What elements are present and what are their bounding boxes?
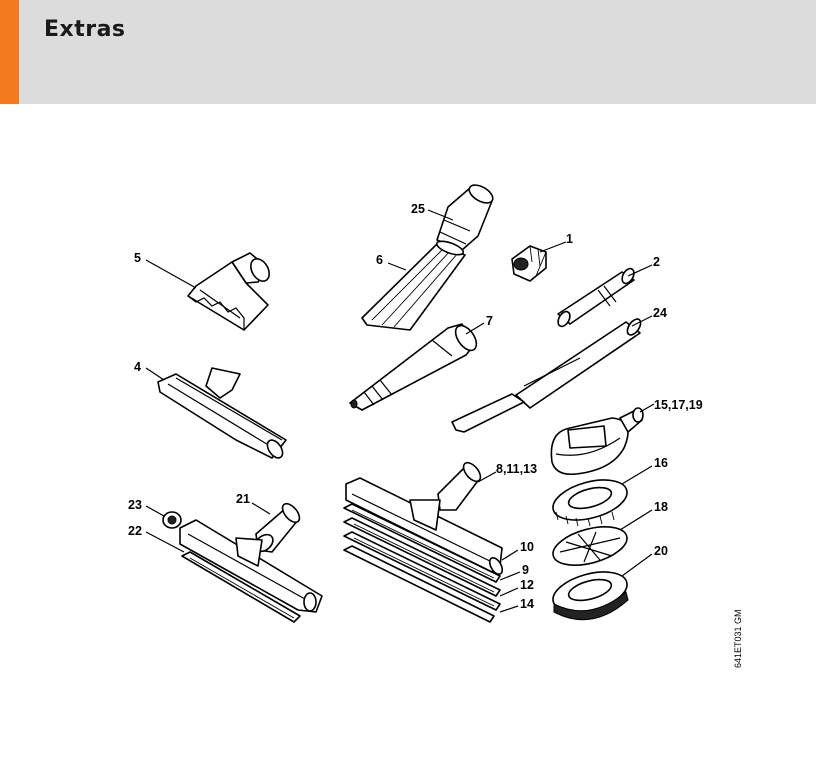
part-21-floor-nozzle: [179, 502, 323, 613]
part-7-extension-tube: [349, 323, 478, 411]
label-4: 4: [134, 360, 141, 374]
label-14: 14: [520, 597, 534, 611]
label-16: 16: [654, 456, 668, 470]
part-18-grill-brush: [552, 526, 628, 566]
label-25: 25: [411, 202, 425, 216]
label-20: 20: [654, 544, 668, 558]
part-strips-9-10-12-14: [343, 503, 501, 623]
label-23: 23: [128, 498, 142, 512]
header-bar: [0, 0, 816, 104]
label-24: 24: [653, 306, 667, 320]
part-22-strip: [181, 551, 301, 623]
label-12: 12: [520, 578, 534, 592]
part-1-nut: [511, 245, 547, 282]
label-2: 2: [653, 255, 660, 269]
label-22: 22: [128, 524, 142, 538]
label-7: 7: [486, 314, 493, 328]
part-4-floor-nozzle: [157, 367, 287, 459]
label-5: 5: [134, 251, 141, 265]
label-6: 6: [376, 253, 383, 267]
part-24-crevice-tube: [451, 318, 642, 433]
part-6-ribbed-nozzle: [361, 240, 466, 331]
label-18: 18: [654, 500, 668, 514]
part-20-bristle-brush: [552, 571, 629, 621]
label-8-11-13: 8,11,13: [496, 462, 537, 476]
label-1: 1: [566, 232, 573, 246]
header-accent: [0, 0, 19, 104]
part-2-tube: [557, 267, 635, 328]
part-16-oval-brush: [552, 479, 628, 527]
label-10: 10: [520, 540, 534, 554]
label-9: 9: [522, 563, 529, 577]
part-8-11-13-large-floor-nozzle: [345, 461, 504, 575]
part-25-sleeve: [436, 184, 494, 251]
leader-lines: [145, 209, 655, 613]
label-15-17-19: 15,17,19: [654, 398, 703, 412]
part-15-17-19-dome-brush: [550, 407, 644, 476]
part-5-upholstery-nozzle: [187, 252, 270, 331]
part-23-small-nut: [162, 511, 182, 529]
page-title: Extras: [44, 17, 126, 42]
document-code: 641ET031 GM: [733, 609, 743, 668]
label-21: 21: [236, 492, 250, 506]
part-labels: 25 1 5 6 2 7 24 4 15,17,19 16 8,11,13 21…: [128, 202, 703, 611]
